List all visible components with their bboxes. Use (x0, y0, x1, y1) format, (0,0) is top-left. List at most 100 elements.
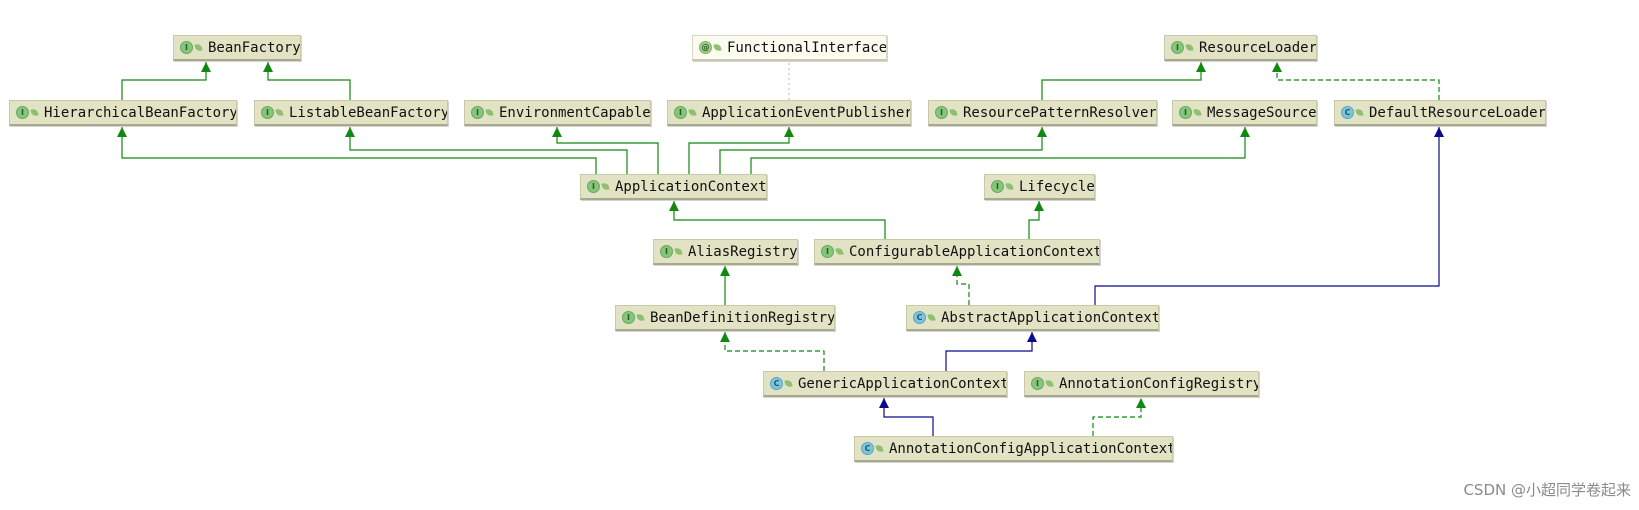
arrowhead (1196, 62, 1206, 72)
node-label: GenericApplicationContext (798, 375, 1007, 392)
node-label: MessageSource (1207, 104, 1317, 121)
class-icon: C (1341, 106, 1354, 119)
leaf-icon (1193, 108, 1202, 117)
node-functional-interface[interactable]: @ FunctionalInterface (692, 35, 887, 61)
leaf-icon (713, 43, 722, 52)
edge-ConfigurableApplicationContext-to-ApplicationContext (669, 201, 886, 239)
arrowhead (201, 62, 211, 72)
edge-ConfigurableApplicationContext-to-Lifecycle (1028, 201, 1044, 239)
interface-icon: I (622, 311, 635, 324)
edge-ApplicationContext-to-ListableBeanFactory (345, 127, 628, 174)
edge-BeanDefinitionRegistry-to-AliasRegistry (720, 266, 730, 305)
node-resource-pattern-resolver[interactable]: I ResourcePatternResolver (928, 100, 1157, 126)
node-label: FunctionalInterface (727, 39, 887, 56)
interface-icon: I (180, 41, 193, 54)
class-icon: C (861, 442, 874, 455)
arrowhead (1027, 332, 1037, 342)
leaf-icon (194, 43, 203, 52)
leaf-icon (1185, 43, 1194, 52)
node-annotation-config-application-context[interactable]: C AnnotationConfigApplicationContext (854, 436, 1173, 462)
arrowhead (720, 332, 730, 342)
node-default-resource-loader[interactable]: C DefaultResourceLoader (1334, 100, 1546, 126)
arrowhead (1240, 127, 1250, 137)
node-label: DefaultResourceLoader (1369, 104, 1546, 121)
edge-AbstractApplicationContext-to-DefaultResourceLoader (1094, 127, 1444, 305)
leaf-icon (835, 247, 844, 256)
arrowhead (1136, 398, 1146, 408)
interface-icon: I (261, 106, 274, 119)
leaf-icon (275, 108, 284, 117)
edge-ApplicationContext-to-ApplicationEventPublisher (688, 127, 794, 174)
edge-DefaultResourceLoader-to-ResourceLoader (1272, 62, 1440, 100)
node-label: ListableBeanFactory (289, 104, 448, 121)
leaf-icon (784, 379, 793, 388)
leaf-icon (1355, 108, 1364, 117)
arrowhead (669, 201, 679, 211)
edge-ResourcePatternResolver-to-ResourceLoader (1041, 62, 1206, 100)
annotation-icon: @ (699, 41, 712, 54)
interface-icon: I (1179, 106, 1192, 119)
node-application-event-publisher[interactable]: I ApplicationEventPublisher (667, 100, 911, 126)
interface-icon: I (1031, 377, 1044, 390)
arrowhead (552, 127, 562, 137)
node-label: AnnotationConfigRegistry (1059, 375, 1259, 392)
arrowhead (720, 266, 730, 276)
edge-ListableBeanFactory-to-BeanFactory (263, 62, 351, 100)
node-label: ApplicationEventPublisher (702, 104, 911, 121)
interface-icon: I (991, 180, 1004, 193)
edge-AnnotationConfigApplicationContext-to-GenericApplicationContext (879, 398, 934, 436)
node-abstract-application-context[interactable]: C AbstractApplicationContext (906, 305, 1159, 331)
arrowhead (1037, 127, 1047, 137)
leaf-icon (927, 313, 936, 322)
node-label: ResourcePatternResolver (963, 104, 1157, 121)
node-label: AnnotationConfigApplicationContext (889, 440, 1173, 457)
interface-icon: I (1171, 41, 1184, 54)
edge-AnnotationConfigApplicationContext-to-AnnotationConfigRegistry (1092, 398, 1146, 436)
edge-ApplicationContext-to-ResourcePatternResolver (719, 127, 1047, 174)
watermark: CSDN @小超同学卷起来 (1463, 481, 1631, 499)
arrowhead (952, 266, 962, 276)
node-label: EnvironmentCapable (499, 104, 651, 121)
leaf-icon (485, 108, 494, 117)
node-listable-bean-factory[interactable]: I ListableBeanFactory (254, 100, 448, 126)
class-icon: C (913, 311, 926, 324)
node-message-source[interactable]: I MessageSource (1172, 100, 1317, 126)
leaf-icon (601, 182, 610, 191)
arrowhead (1272, 62, 1282, 72)
edge-GenericApplicationContext-to-AbstractApplicationContext (945, 332, 1037, 371)
edge-ApplicationContext-to-HierarchicalBeanFactory (117, 127, 597, 174)
arrowhead (1434, 127, 1444, 137)
node-label: Lifecycle (1019, 178, 1095, 195)
node-label: AliasRegistry (688, 243, 798, 260)
node-lifecycle[interactable]: I Lifecycle (984, 174, 1095, 200)
node-environment-capable[interactable]: I EnvironmentCapable (464, 100, 651, 126)
arrowhead (1034, 201, 1044, 211)
node-generic-application-context[interactable]: C GenericApplicationContext (763, 371, 1007, 397)
interface-icon: I (587, 180, 600, 193)
arrowhead (879, 398, 889, 408)
interface-icon: I (674, 106, 687, 119)
arrowhead (784, 127, 794, 137)
node-label: AbstractApplicationContext (941, 309, 1159, 326)
node-annotation-config-registry[interactable]: I AnnotationConfigRegistry (1024, 371, 1259, 397)
edge-GenericApplicationContext-to-BeanDefinitionRegistry (720, 332, 825, 371)
interface-icon: I (471, 106, 484, 119)
leaf-icon (949, 108, 958, 117)
edge-ApplicationContext-to-MessageSource (750, 127, 1250, 174)
leaf-icon (636, 313, 645, 322)
interface-icon: I (935, 106, 948, 119)
class-icon: C (770, 377, 783, 390)
leaf-icon (30, 108, 39, 117)
edge-AbstractApplicationContext-to-ConfigurableApplicationContext (952, 266, 970, 305)
leaf-icon (1005, 182, 1014, 191)
edge-HierarchicalBeanFactory-to-BeanFactory (121, 62, 211, 100)
node-label: ConfigurableApplicationContext (849, 243, 1100, 260)
